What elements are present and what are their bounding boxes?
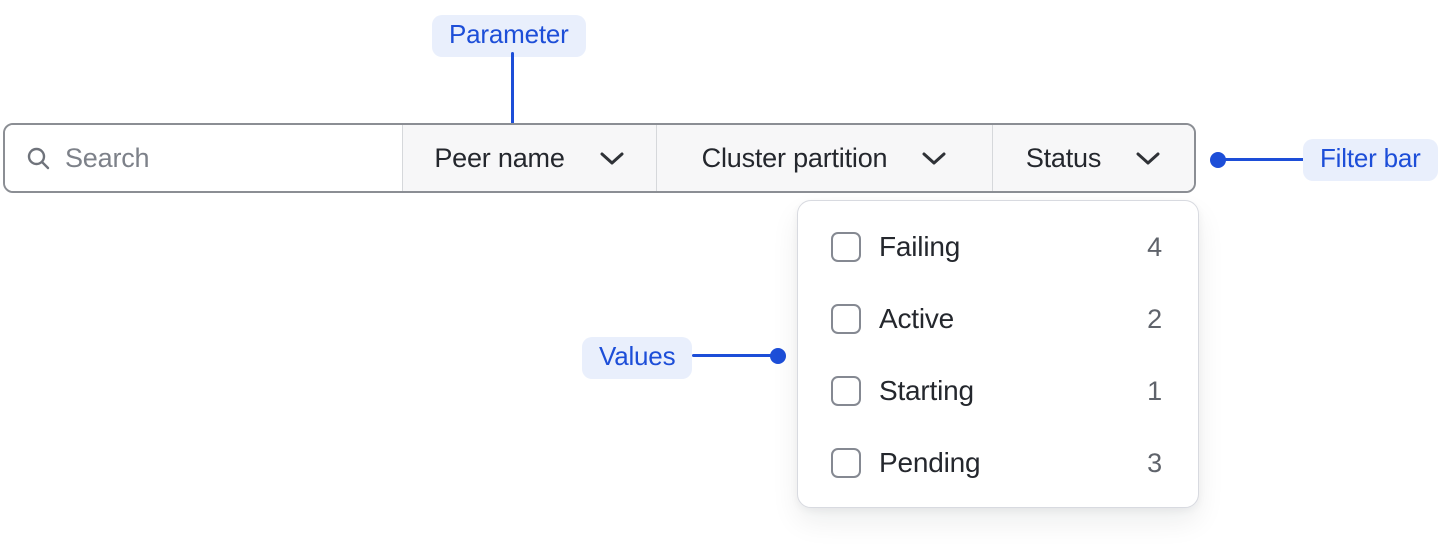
filter-bar: Peer name Cluster partition Status — [3, 123, 1196, 193]
checkbox[interactable] — [831, 232, 861, 262]
status-option-failing[interactable]: Failing 4 — [831, 211, 1162, 283]
checkbox[interactable] — [831, 304, 861, 334]
annotation-filterbar-connector-line — [1218, 158, 1306, 161]
annotation-filterbar-label: Filter bar — [1303, 139, 1438, 181]
option-count: 1 — [1147, 375, 1162, 406]
filter-dropdown-peer-name[interactable]: Peer name — [403, 125, 657, 191]
annotation-values-label: Values — [582, 337, 693, 379]
annotation-values-connector-dot — [770, 348, 786, 364]
checkbox[interactable] — [831, 448, 861, 478]
option-count: 2 — [1147, 303, 1162, 334]
filter-dropdown-label: Cluster partition — [701, 142, 888, 173]
checkbox[interactable] — [831, 376, 861, 406]
option-label: Failing — [879, 231, 961, 262]
search-section[interactable] — [5, 125, 403, 191]
annotation-values-connector-line — [692, 354, 778, 357]
status-dropdown-panel: Failing 4 Active 2 Starting 1 Pending 3 — [797, 200, 1199, 508]
filter-dropdown-label: Status — [1025, 142, 1102, 173]
filter-dropdown-cluster-partition[interactable]: Cluster partition — [657, 125, 993, 191]
filter-dropdown-status[interactable]: Status — [993, 125, 1194, 191]
search-input[interactable] — [65, 142, 385, 174]
status-option-pending[interactable]: Pending 3 — [831, 427, 1162, 499]
chevron-down-icon — [600, 152, 624, 164]
option-count: 3 — [1147, 447, 1162, 478]
status-option-starting[interactable]: Starting 1 — [831, 355, 1162, 427]
filter-dropdown-label: Peer name — [434, 142, 565, 173]
chevron-down-icon — [1136, 152, 1160, 164]
annotation-parameter-connector-line — [511, 52, 514, 136]
option-label: Starting — [879, 375, 974, 406]
search-icon — [27, 147, 50, 169]
option-label: Pending — [879, 447, 981, 478]
chevron-down-icon — [922, 152, 946, 164]
annotation-parameter-label: Parameter — [432, 15, 586, 57]
option-count: 4 — [1147, 231, 1162, 262]
option-label: Active — [879, 303, 955, 334]
status-option-active[interactable]: Active 2 — [831, 283, 1162, 355]
